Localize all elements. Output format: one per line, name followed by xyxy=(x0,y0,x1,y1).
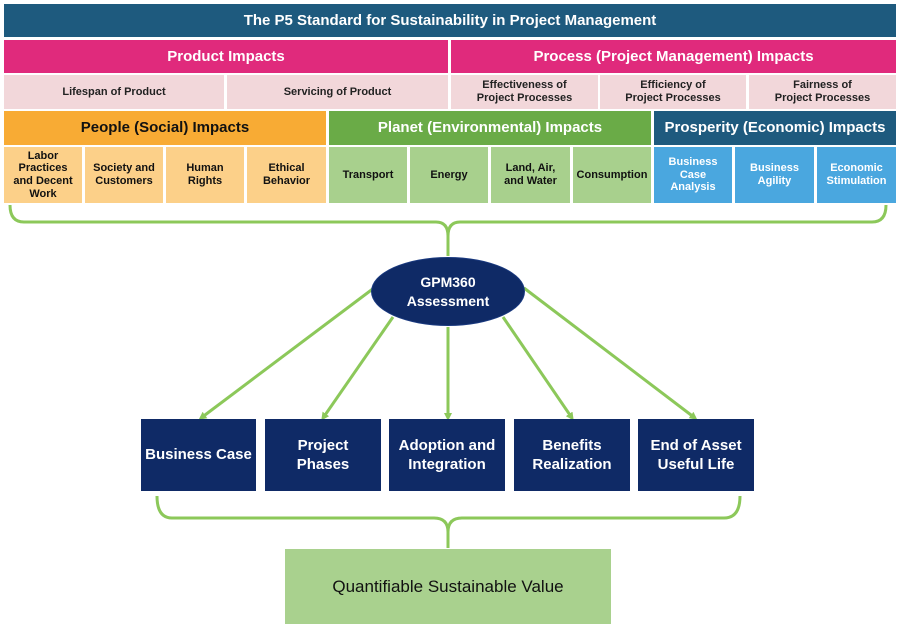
planet-item-consumption: Consumption xyxy=(573,147,651,203)
planet-item-land-air-water: Land, Air, and Water xyxy=(491,147,570,203)
people-item-human-rights: Human Rights xyxy=(166,147,244,203)
prosperity-item-stimulation: Economic Stimulation xyxy=(817,147,896,203)
stage-benefits-realization: Benefits Realization xyxy=(514,419,630,491)
prosperity-impacts-header: Prosperity (Economic) Impacts xyxy=(654,111,896,145)
arrow-benefits xyxy=(501,316,574,421)
process-item-effectiveness: Effectiveness of Project Processes xyxy=(451,75,598,109)
prosperity-item-agility: Business Agility xyxy=(735,147,814,203)
stage-business-case: Business Case xyxy=(141,419,256,491)
arrow-business-case xyxy=(198,286,375,420)
people-item-society: Society and Customers xyxy=(85,147,163,203)
stage-adoption-integration: Adoption and Integration xyxy=(389,419,505,491)
top-bracket xyxy=(8,204,888,256)
people-item-ethical: Ethical Behavior xyxy=(247,147,326,203)
product-item-lifespan: Lifespan of Product xyxy=(4,75,224,109)
prosperity-item-business-case: Business Case Analysis xyxy=(654,147,732,203)
product-impacts-header: Product Impacts xyxy=(4,40,448,73)
stage-project-phases: Project Phases xyxy=(265,419,381,491)
planet-item-energy: Energy xyxy=(410,147,488,203)
process-item-fairness: Fairness of Project Processes xyxy=(749,75,896,109)
stage-end-of-asset: End of Asset Useful Life xyxy=(638,419,754,491)
arrow-project-phases xyxy=(321,316,395,421)
planet-item-transport: Transport xyxy=(329,147,407,203)
product-item-servicing: Servicing of Product xyxy=(227,75,448,109)
page-title: The P5 Standard for Sustainability in Pr… xyxy=(4,4,896,37)
bottom-bracket xyxy=(155,495,742,548)
people-item-labor: Labor Practices and Decent Work xyxy=(4,147,82,203)
people-impacts-header: People (Social) Impacts xyxy=(4,111,326,145)
process-item-efficiency: Efficiency of Project Processes xyxy=(600,75,746,109)
planet-impacts-header: Planet (Environmental) Impacts xyxy=(329,111,651,145)
gpm360-assessment: GPM360 Assessment xyxy=(371,257,525,326)
arrow-end-of-asset xyxy=(523,286,698,420)
quantifiable-sustainable-value: Quantifiable Sustainable Value xyxy=(285,549,611,624)
process-impacts-header: Process (Project Management) Impacts xyxy=(451,40,896,73)
